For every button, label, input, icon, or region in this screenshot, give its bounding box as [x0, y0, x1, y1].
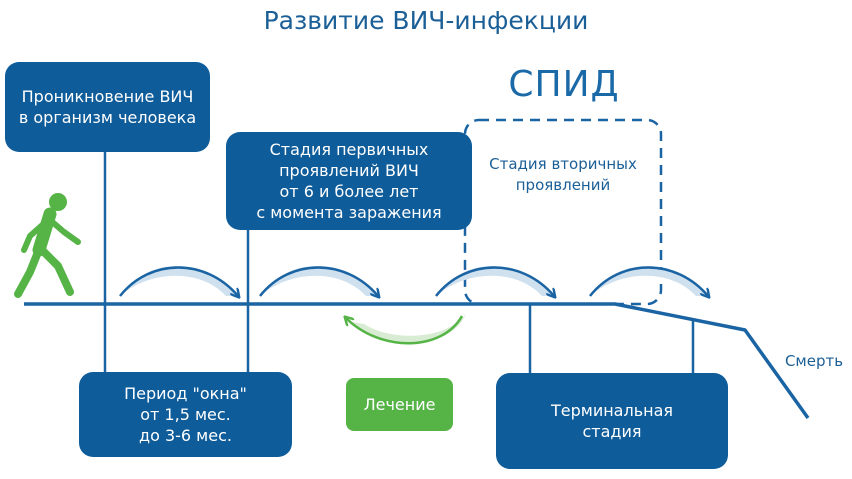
treatment-text: Лечение [363, 395, 436, 414]
progression-arrow [259, 266, 378, 296]
treatment-arrow [346, 314, 466, 345]
progression-arrow [435, 266, 554, 296]
primary-stage-box: Стадия первичных проявлений ВИЧ от 6 и б… [226, 132, 472, 230]
page-title: Развитие ВИЧ-инфекции [263, 6, 589, 35]
progression-arrow [589, 266, 708, 296]
treatment-box: Лечение [346, 378, 453, 431]
progression-arrow [119, 266, 238, 296]
timeline-line [24, 302, 810, 420]
aids-label: СПИД [508, 64, 620, 105]
penetration-text: Проникновение ВИЧ в организм человека [18, 87, 197, 127]
death-label: Смерть [784, 352, 844, 370]
terminal-stage-box: Терминальная стадия [496, 373, 728, 469]
secondary-stage-label: Стадия вторичных проявлений [489, 155, 637, 194]
penetration-box: Проникновение ВИЧ в организм человека [5, 62, 210, 152]
primary-stage-text: Стадия первичных проявлений ВИЧ от 6 и б… [256, 140, 442, 222]
walking-person-icon [14, 193, 81, 298]
window-period-box: Период "окна" от 1,5 мес. до 3-6 мес. [79, 372, 292, 457]
window-period-text: Период "окна" от 1,5 мес. до 3-6 мес. [124, 384, 247, 445]
terminal-stage-text: Терминальная стадия [550, 401, 674, 441]
